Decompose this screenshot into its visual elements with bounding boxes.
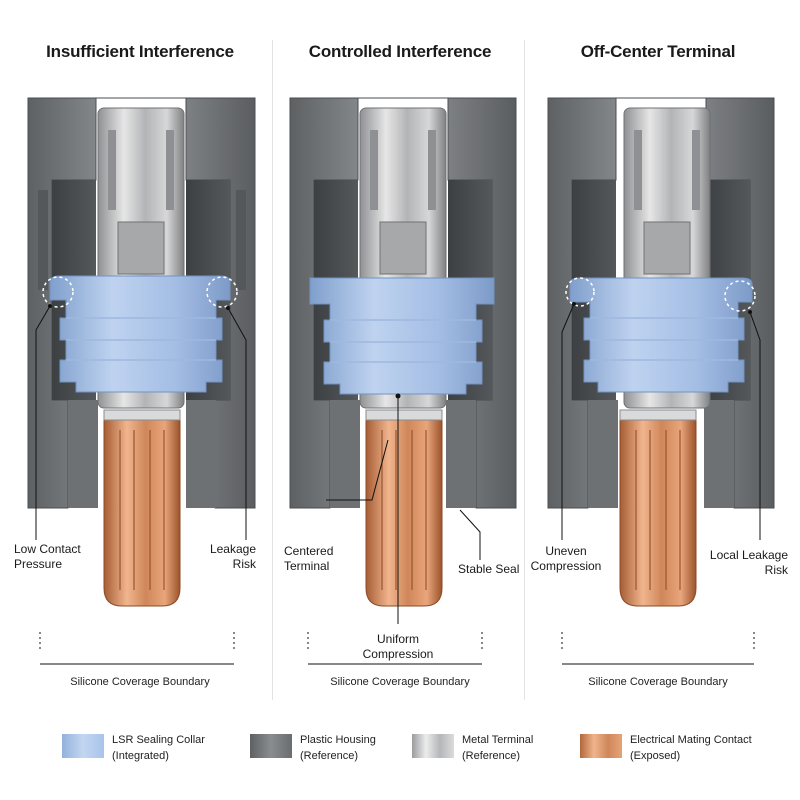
legend-line: (Reference) — [300, 750, 359, 762]
leader-line-right — [749, 311, 761, 540]
leader-dot — [395, 393, 401, 399]
coverage-boundary-label: Silicone Coverage Boundary — [70, 676, 210, 688]
leader-line-right — [227, 307, 247, 540]
panel-controlled-interference: Controlled Interference — [270, 0, 530, 720]
label-line: Centered — [284, 544, 334, 558]
leader-dot — [48, 304, 52, 308]
label-stable-seal: Stable Seal — [458, 562, 519, 577]
label-line: Uniform — [376, 632, 419, 646]
legend-line: Electrical Mating Contact — [630, 734, 752, 746]
legend-line: (Integrated) — [112, 750, 169, 762]
panel-divider — [524, 40, 525, 700]
coverage-boundary-label: Silicone Coverage Boundary — [588, 676, 728, 688]
label-line: Risk — [232, 557, 256, 571]
legend-line: Plastic Housing — [300, 734, 376, 746]
legend-line: Metal Terminal — [462, 734, 534, 746]
label-line: Terminal — [284, 559, 330, 573]
leader-dot — [572, 302, 576, 306]
coverage-boundary — [561, 632, 755, 665]
label-line: Compression — [362, 647, 434, 661]
lsr-sealing-collar — [309, 277, 495, 395]
leader-line-left — [326, 439, 389, 501]
panel-title: Off-Center Terminal — [580, 42, 736, 61]
label-local-leakage-risk: Local Leakage Risk — [698, 548, 788, 578]
legend-text: LSR Sealing Collar (Integrated) — [112, 732, 205, 764]
legend-text: Metal Terminal (Reference) — [462, 732, 533, 764]
metal-swatch — [412, 734, 454, 758]
seal-gap-marker-right — [206, 276, 238, 308]
leader-dot — [226, 306, 230, 310]
electrical-mating-contact — [619, 409, 697, 607]
leader-line-left — [35, 305, 51, 540]
label-line: Low Contact — [14, 542, 81, 556]
panel-off-center-terminal: Off-Center Terminal — [528, 0, 788, 720]
leader-dot — [748, 310, 752, 314]
panel-insufficient-interference: Insufficient Interference — [10, 0, 270, 720]
label-line: Local Leakage — [709, 548, 788, 562]
legend-text: Electrical Mating Contact (Exposed) — [630, 732, 752, 764]
leader-line-right — [459, 509, 481, 560]
housing-swatch — [250, 734, 292, 758]
legend-line: (Reference) — [462, 750, 521, 762]
connector-cross-section — [27, 97, 256, 665]
seal-gap-marker-left — [42, 276, 74, 308]
copper-swatch — [580, 734, 622, 758]
electrical-mating-contact — [103, 409, 181, 607]
label-uneven-compression: Uneven Compression — [528, 544, 604, 574]
connector-cross-section — [289, 97, 517, 665]
lsr-swatch — [62, 734, 104, 758]
panel-divider — [272, 40, 273, 700]
lsr-sealing-collar — [569, 277, 753, 393]
label-line: Risk — [764, 563, 788, 577]
electrical-mating-contact — [365, 409, 443, 607]
label-line: Stable Seal — [458, 562, 520, 576]
panel-title: Insufficient Interference — [46, 42, 234, 61]
legend-line: (Exposed) — [630, 750, 681, 762]
legend: LSR Sealing Collar (Integrated) Plastic … — [0, 732, 800, 772]
label-line: Leakage — [209, 542, 256, 556]
label-centered-terminal: Centered Terminal — [284, 544, 333, 574]
label-low-contact-pressure: Low Contact Pressure — [14, 542, 81, 572]
connector-cross-section — [547, 97, 775, 665]
coverage-boundary — [307, 632, 483, 665]
leader-line-left — [561, 303, 575, 540]
plastic-housing — [27, 97, 256, 509]
coverage-boundary-label: Silicone Coverage Boundary — [330, 676, 470, 688]
coverage-boundary — [39, 632, 235, 665]
label-line: Uneven — [545, 544, 587, 558]
label-uniform-compression: Uniform Compression — [348, 632, 448, 662]
lsr-sealing-collar — [49, 275, 231, 393]
panel-title: Controlled Interference — [308, 42, 492, 61]
legend-line: LSR Sealing Collar — [112, 734, 205, 746]
label-leakage-risk: Leakage Risk — [206, 542, 256, 572]
legend-text: Plastic Housing (Reference) — [300, 732, 376, 764]
seal-gap-marker-right — [724, 280, 756, 312]
seal-gap-marker-left — [565, 277, 595, 307]
label-line: Pressure — [14, 557, 63, 571]
label-line: Compression — [530, 559, 602, 573]
